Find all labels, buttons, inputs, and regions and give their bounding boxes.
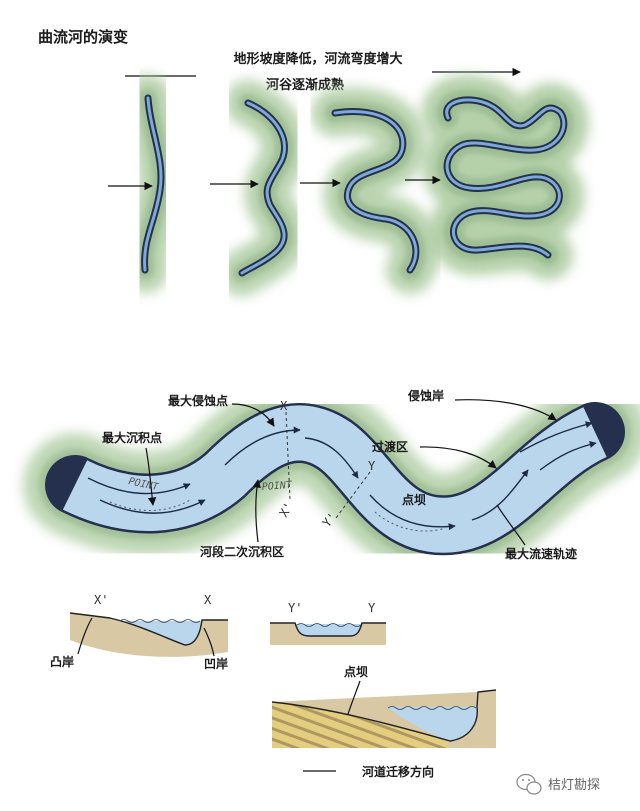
flow-arrow [471,469,529,521]
river-stage-3 [311,87,440,294]
river-stage-4 [422,74,589,280]
label-secondary-deposition: 河段二次沉积区 [199,544,284,559]
label-convex-bank: 凸岸 [50,654,74,669]
leader-concave-bank [203,627,215,657]
section-line-xx [285,411,291,501]
watermark-text: 桔灯勘探 [548,778,600,793]
label-max-deposition-point: 最大沉积点 [102,430,162,445]
handwritten-x-prime: X' [276,500,295,520]
xx-water-surface [119,619,201,623]
flow-arrow [519,421,593,453]
flow-arrow [87,477,191,495]
leader-erosion-bank [454,399,557,421]
cross-section-yy [270,622,386,645]
river-stage-1 [121,75,184,293]
xx-profile [69,612,228,646]
leader-transition-zone [419,446,497,469]
point-bar-profile [271,689,497,742]
yy-water-surface [296,623,362,627]
migration-direction-label: 河道迁移方向 [361,764,434,779]
label-concave-bank: 凹岸 [204,656,228,671]
yy-label-y: Y [368,601,376,615]
xx-earth [70,613,228,657]
yy-profile [270,622,386,637]
evolution-caption-2: 河谷逐渐成熟 [266,77,344,93]
point-bar-strata [272,702,448,748]
label-transition-zone: 过渡区 [372,439,408,454]
leader-max-deposition-point [145,447,157,506]
cross-section-xx [69,612,228,657]
leader-convex-bank [77,617,93,655]
leader-max-erosion-point [231,403,275,427]
point-bar-water-surface [387,706,477,710]
leader-max-velocity-path [496,504,526,546]
leader-point-bar-section [347,680,361,715]
yy-earth [270,623,386,645]
xx-label-x-prime: X' [94,593,108,607]
yy-water [295,624,362,636]
meander-plan-view [23,380,640,578]
flow-arrow [304,437,359,479]
label-point-bar-section: 点坝 [344,664,368,679]
yy-label-y-prime: Y' [288,601,302,615]
handwritten-x: X [280,399,288,413]
label-point-bar: 点坝 [402,492,426,507]
handwritten-point-right: POINT [261,480,293,493]
flow-arrow [539,441,597,471]
point-bar-water [386,707,478,741]
point-bar-outline-left [109,499,191,511]
river-stage-2 [219,80,308,296]
flow-arrow [224,426,301,466]
wechat-icon [516,773,542,795]
label-erosion-bank: 侵蚀岸 [407,388,444,403]
point-bar-section [271,689,497,748]
handwritten-y: Y [368,459,376,473]
xx-label-x: X [204,593,212,607]
watermark: 桔灯勘探 [516,773,600,795]
leader-secondary-deposition [252,479,261,543]
evolution-caption-1: 地形坡度降低，河流弯度增大 [233,51,402,67]
flow-arrow [99,499,206,514]
page-title: 曲流河的演变 [38,28,128,46]
flow-arrow [369,494,456,531]
label-max-erosion-point: 最大侵蚀点 [168,393,228,408]
label-max-velocity-path: 最大流速轨迹 [505,546,577,561]
